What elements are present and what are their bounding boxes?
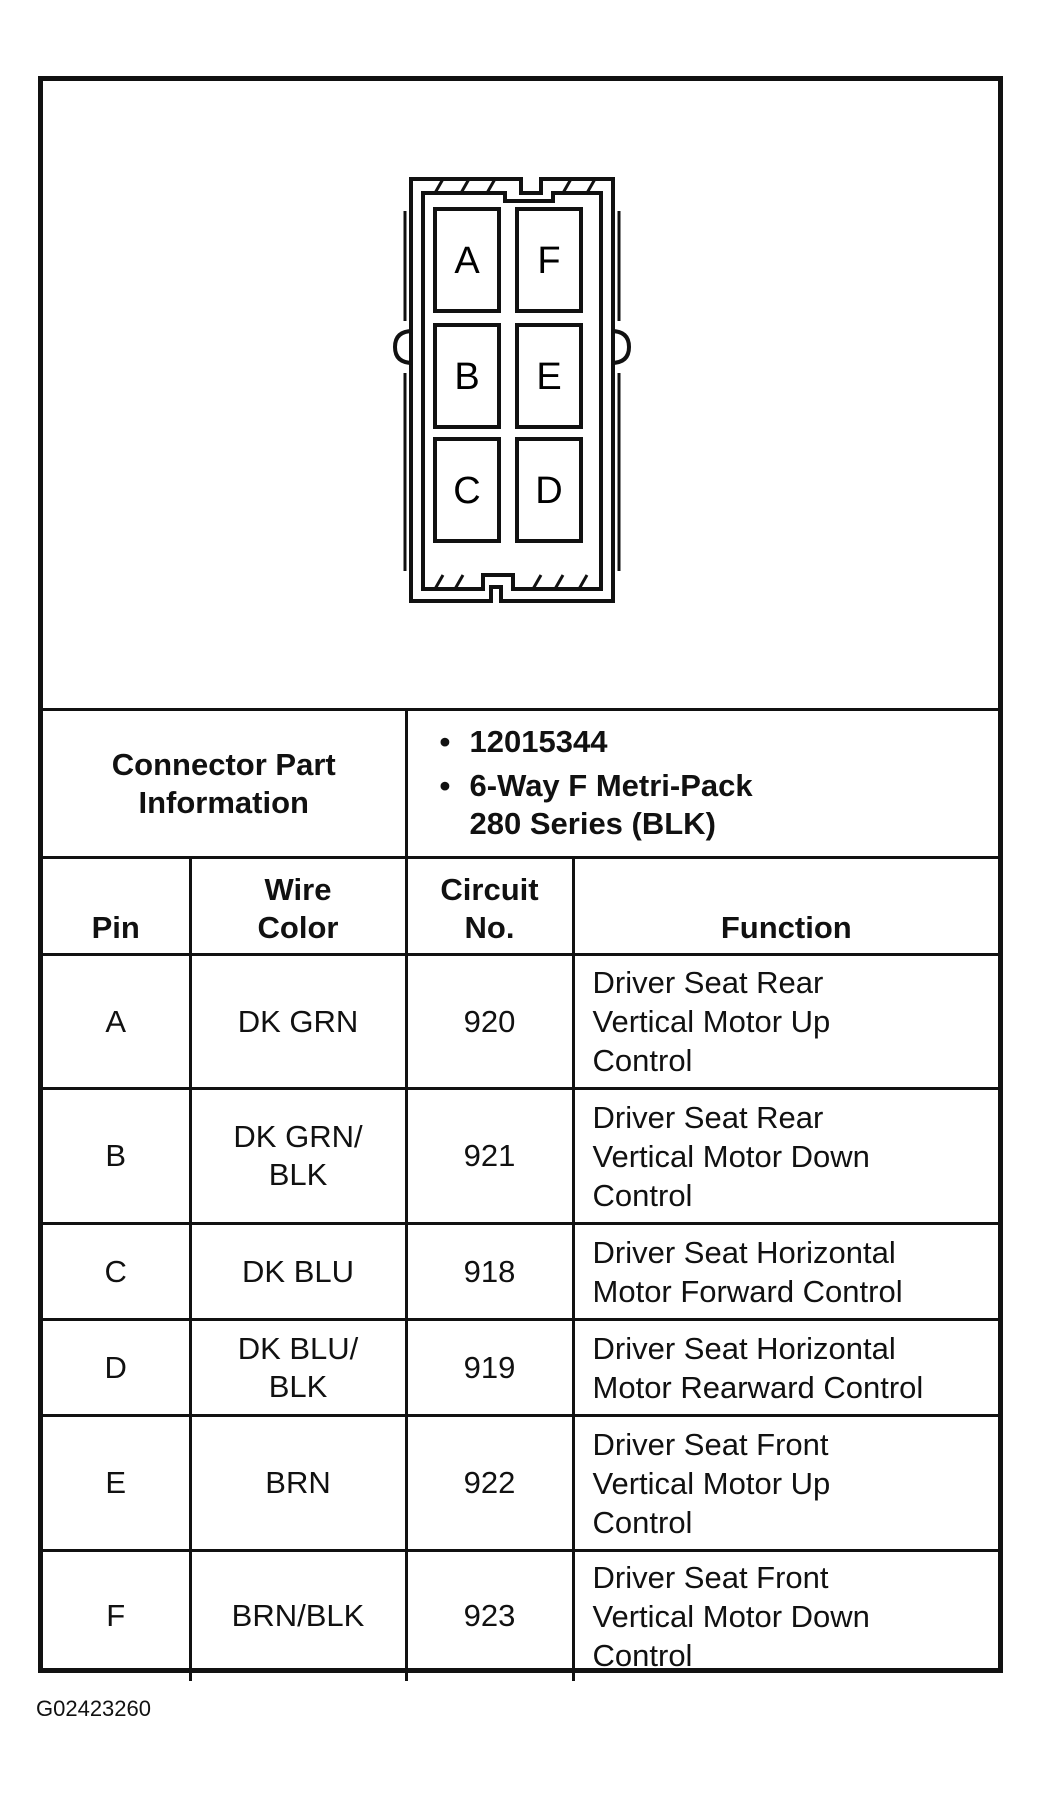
connector-part-info-label: Connector Part Information (43, 708, 408, 859)
connector-face-view: A F B E C D (43, 81, 998, 708)
pin-cavity-f: F (515, 207, 583, 313)
pin-cell: C (43, 1222, 192, 1321)
pin-cell: D (43, 1318, 192, 1417)
part-info-label-line1: Connector Part (111, 746, 336, 782)
circuit-cell: 918 (404, 1222, 575, 1321)
pin-cavity-e: E (515, 323, 583, 429)
pin-cell: E (43, 1414, 192, 1552)
connector-face-diagram: A F B E C D (392, 177, 632, 603)
pin-cavity-a: A (433, 207, 501, 313)
header-function: Function (571, 856, 999, 956)
connector-inner-shell (421, 191, 603, 591)
pin-cavity-label: C (453, 470, 480, 512)
pin-cavity-c: C (433, 437, 501, 543)
part-number: •12015344 (439, 724, 608, 759)
pin-cavity-label: D (535, 470, 562, 512)
wire-color-cell: DK GRN/BLK (188, 1087, 408, 1225)
part-info-label-line2: Information (138, 784, 310, 820)
connector-series: 280 Series (BLK) (469, 806, 716, 841)
pin-cell: F (43, 1549, 192, 1681)
pin-cavity-label: E (536, 356, 561, 398)
wire-color-cell: DK GRN (188, 953, 408, 1090)
connector-outer-shell (409, 177, 615, 603)
connector-right-latch (610, 329, 632, 365)
circuit-cell: 923 (404, 1549, 575, 1681)
wire-color-cell: DK BLU (188, 1222, 408, 1321)
header-pin: Pin (43, 856, 192, 956)
pin-cavity-label: B (454, 356, 479, 398)
circuit-cell: 921 (404, 1087, 575, 1225)
pin-cavity-b: B (433, 323, 501, 429)
pin-cavity-d: D (515, 437, 583, 543)
wire-color-cell: BRN (188, 1414, 408, 1552)
pin-cavity-label: A (454, 240, 480, 282)
circuit-cell: 919 (404, 1318, 575, 1417)
pin-cell: A (43, 953, 192, 1090)
pin-cell: B (43, 1087, 192, 1225)
pinout-table: Connector Part Information •12015344 •6-… (43, 708, 999, 1681)
figure-code: G02423260 (36, 1696, 151, 1721)
circuit-cell: 922 (404, 1414, 575, 1552)
connector-left-latch (392, 329, 414, 365)
connector-part-info-row: Connector Part Information •12015344 •6-… (43, 708, 999, 859)
wire-color-cell: BRN/BLK (188, 1549, 408, 1681)
wire-color-cell: DK BLU/BLK (188, 1318, 408, 1417)
pin-cavity-label: F (537, 240, 560, 282)
circuit-cell: 920 (404, 953, 575, 1090)
